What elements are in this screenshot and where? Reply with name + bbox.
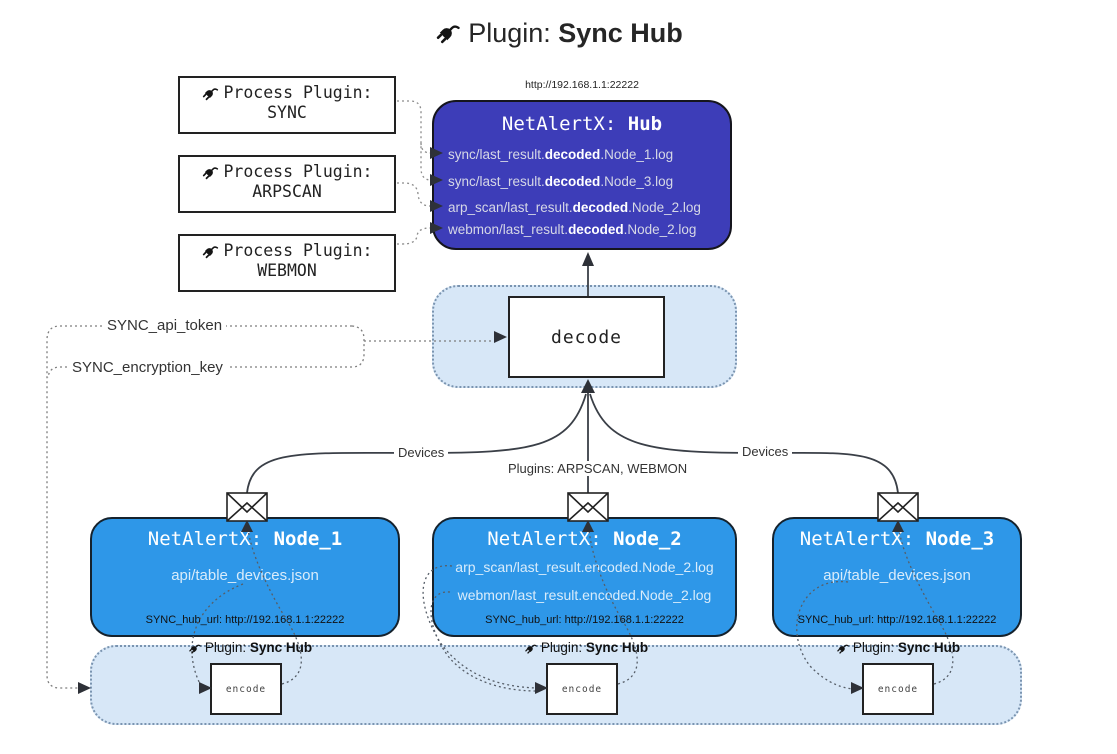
encode-box-3: encode xyxy=(862,663,934,715)
process-plugin-arpscan: Process Plugin: ARPSCAN xyxy=(178,155,396,213)
node-box-2: NetAlertX: Node_2 arp_scan/last_result.e… xyxy=(432,517,737,637)
page-title: Plugin: Sync Hub xyxy=(0,16,1117,49)
sync-api-token-label: SYNC_api_token xyxy=(103,317,227,334)
encode-plugin-label: Plugin: Sync Hub xyxy=(188,640,312,655)
plug-icon xyxy=(434,16,464,46)
process-plugin-webmon: Process Plugin: WEBMON xyxy=(178,234,396,292)
hub-url-label: http://192.168.1.1:22222 xyxy=(525,79,639,91)
hub-title-bold: Hub xyxy=(627,113,663,135)
hub-log-line: webmon/last_result.decoded.Node_2.log xyxy=(448,222,697,237)
encode-plugin-label: Plugin: Sync Hub xyxy=(836,640,960,655)
process-plugin-name: ARPSCAN xyxy=(252,182,322,201)
process-plugin-label: Process Plugin: xyxy=(223,241,373,260)
hub-title: NetAlertX: Hub xyxy=(434,113,730,135)
plug-icon xyxy=(201,240,221,260)
process-plugin-label: Process Plugin: xyxy=(223,83,373,102)
sync-encryption-key-label: SYNC_encryption_key xyxy=(68,359,227,376)
plug-icon xyxy=(836,640,851,655)
node-hub-url: SYNC_hub_url: http://192.168.1.1:22222 xyxy=(797,614,997,626)
hub-log-line: sync/last_result.decoded.Node_3.log xyxy=(448,174,674,189)
plugins-label-mid: Plugins: ARPSCAN, WEBMON xyxy=(504,461,692,476)
devices-label-left: Devices xyxy=(394,445,449,460)
node-title: NetAlertX: Node_2 xyxy=(487,528,682,550)
node-title: NetAlertX: Node_3 xyxy=(799,528,995,550)
encode-box-2: encode xyxy=(546,663,618,715)
hub-log-line: sync/last_result.decoded.Node_1.log xyxy=(448,147,674,162)
hub-box: NetAlertX: Hub sync/last_result.decoded.… xyxy=(432,100,732,250)
hub-log-line: arp_scan/last_result.decoded.Node_2.log xyxy=(448,200,701,215)
plugin-to-hub-lines xyxy=(397,100,432,245)
node-box-3: NetAlertX: Node_3 api/table_devices.json… xyxy=(772,517,1022,637)
node-file-line: api/table_devices.json xyxy=(171,567,319,584)
node-hub-url: SYNC_hub_url: http://192.168.1.1:22222 xyxy=(485,614,684,626)
plug-icon xyxy=(524,640,539,655)
process-plugin-name: WEBMON xyxy=(257,261,317,280)
process-plugin-name: SYNC xyxy=(267,103,307,122)
node-file-line: api/table_devices.json xyxy=(823,567,971,584)
process-plugin-label: Process Plugin: xyxy=(223,162,373,181)
decode-box: decode xyxy=(508,296,665,378)
page-title-bold: Sync Hub xyxy=(558,18,683,48)
plug-icon xyxy=(201,82,221,102)
hub-title-pre: NetAlertX: xyxy=(501,113,628,135)
node-file-line: webmon/last_result.encoded.Node_2.log xyxy=(457,587,712,603)
plug-icon xyxy=(201,161,221,181)
node-file-line: arp_scan/last_result.encoded.Node_2.log xyxy=(455,559,714,575)
encode-box-1: encode xyxy=(210,663,282,715)
page-title-pre: Plugin: xyxy=(468,18,559,48)
process-plugin-sync: Process Plugin: SYNC xyxy=(178,76,396,134)
node-box-1: NetAlertX: Node_1 api/table_devices.json… xyxy=(90,517,400,637)
node-title: NetAlertX: Node_1 xyxy=(147,528,343,550)
encode-plugin-label: Plugin: Sync Hub xyxy=(524,640,648,655)
plug-icon xyxy=(188,640,203,655)
devices-label-right: Devices xyxy=(738,444,793,459)
node-hub-url: SYNC_hub_url: http://192.168.1.1:22222 xyxy=(145,614,345,626)
